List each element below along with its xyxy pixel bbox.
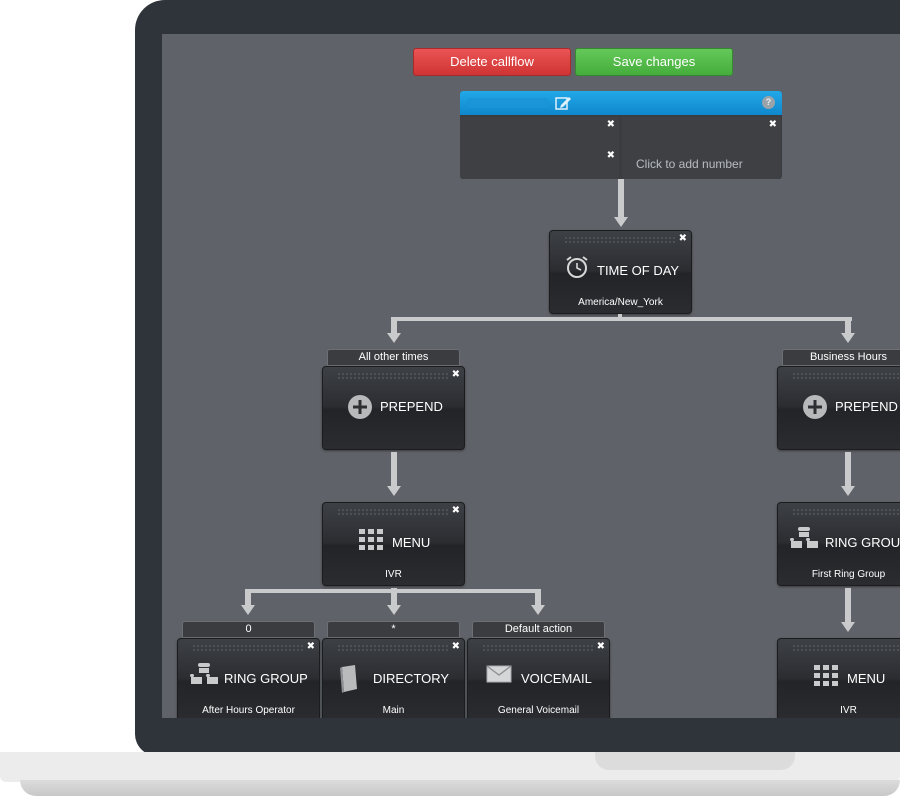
connector — [845, 452, 851, 488]
help-icon[interactable]: ? — [762, 96, 775, 109]
time-of-day-node[interactable]: ✖ TIME OF DAY America/New_York — [549, 230, 692, 314]
clock-icon — [566, 256, 588, 278]
close-icon[interactable]: ✖ — [451, 369, 460, 380]
branch-label-default-action[interactable]: Default action — [472, 621, 605, 638]
node-subtitle: After Hours Operator — [202, 705, 295, 716]
number-cell[interactable]: ✖ — [460, 148, 619, 179]
plus-icon — [803, 395, 827, 419]
callflow-header: ? — [460, 91, 782, 115]
envelope-icon — [486, 665, 512, 683]
callflow-root: ? ✖ ✖ ✖ Click to add number — [460, 91, 782, 179]
connector-arrow — [841, 333, 855, 343]
close-icon[interactable]: ✖ — [768, 119, 777, 130]
edit-icon[interactable] — [554, 94, 572, 112]
ring-group-node-right[interactable]: ✖ RING GROU First Ring Group — [777, 502, 900, 586]
keypad-icon — [814, 665, 838, 686]
node-subtitle: First Ring Group — [811, 569, 886, 580]
connector — [618, 179, 624, 219]
connector-arrow — [387, 486, 401, 496]
connector-arrow — [387, 605, 401, 615]
node-title: MENU — [392, 535, 431, 550]
connector — [391, 589, 397, 607]
node-subtitle: IVR — [840, 705, 857, 716]
node-title: MENU — [847, 671, 886, 686]
laptop-notch — [595, 752, 795, 770]
connector — [391, 317, 397, 335]
prepend-node-left[interactable]: ✖ PREPEND — [322, 366, 465, 450]
delete-callflow-button[interactable]: Delete callflow — [413, 48, 571, 76]
connector — [618, 314, 622, 318]
connector-arrow — [241, 605, 255, 615]
connector-arrow — [841, 486, 855, 496]
connector-arrow — [531, 605, 545, 615]
branch-label-business-hours[interactable]: Business Hours — [782, 349, 900, 366]
branch-label-key-0[interactable]: 0 — [182, 621, 315, 638]
close-icon[interactable]: ✖ — [451, 641, 460, 652]
callflow-name-field[interactable] — [466, 98, 550, 108]
node-title: DIRECTORY — [373, 671, 450, 686]
callflow-canvas: Delete callflow Save changes ? ✖ ✖ ✖ — [162, 34, 900, 718]
keypad-icon — [359, 529, 383, 550]
close-icon[interactable]: ✖ — [451, 505, 460, 516]
connector — [845, 317, 851, 335]
voicemail-node[interactable]: ✖ VOICEMAIL General Voicemail — [467, 638, 610, 718]
node-subtitle: America/New_York — [578, 297, 663, 308]
ring-group-node[interactable]: ✖ RING GROUP After Hours Operator — [177, 638, 320, 718]
branch-label-all-other-times[interactable]: All other times — [327, 349, 460, 366]
connector — [391, 452, 397, 488]
laptop-base-lower — [20, 780, 900, 796]
plus-icon — [348, 395, 372, 419]
node-subtitle: General Voicemail — [497, 705, 580, 716]
book-icon — [340, 665, 357, 693]
prepend-node-right[interactable]: ✖ PREPEND — [777, 366, 900, 450]
number-cell[interactable]: ✖ — [460, 117, 619, 148]
add-number-cell[interactable]: Click to add number — [622, 148, 781, 179]
connector-arrow — [614, 217, 628, 227]
connector — [391, 317, 852, 321]
node-title: RING GROUP — [224, 671, 308, 686]
close-icon[interactable]: ✖ — [606, 119, 615, 130]
close-icon[interactable]: ✖ — [678, 233, 687, 244]
node-title: RING GROU — [825, 535, 900, 550]
node-title: PREPEND — [380, 399, 443, 414]
node-subtitle: Main — [382, 705, 405, 716]
node-subtitle: IVR — [385, 569, 402, 580]
branch-label-key-star[interactable]: * — [327, 621, 460, 638]
directory-node[interactable]: ✖ DIRECTORY Main — [322, 638, 465, 718]
menu-node-left[interactable]: ✖ MENU IVR — [322, 502, 465, 586]
node-title: PREPEND — [835, 399, 898, 414]
connector — [845, 588, 851, 624]
menu-node-right[interactable]: ✖ MENU IVR — [777, 638, 900, 718]
save-changes-button[interactable]: Save changes — [575, 48, 733, 76]
connector-arrow — [841, 622, 855, 632]
phones-icon — [190, 663, 218, 684]
connector-arrow — [387, 333, 401, 343]
connector — [535, 589, 541, 607]
add-number-label: Click to add number — [636, 157, 743, 171]
node-title: TIME OF DAY — [597, 263, 680, 278]
close-icon[interactable]: ✖ — [606, 150, 615, 161]
connector — [245, 589, 251, 607]
number-cell[interactable]: ✖ — [622, 117, 781, 148]
close-icon[interactable]: ✖ — [596, 641, 605, 652]
node-title: VOICEMAIL — [521, 671, 592, 686]
close-icon[interactable]: ✖ — [306, 641, 315, 652]
phones-icon — [790, 527, 818, 548]
